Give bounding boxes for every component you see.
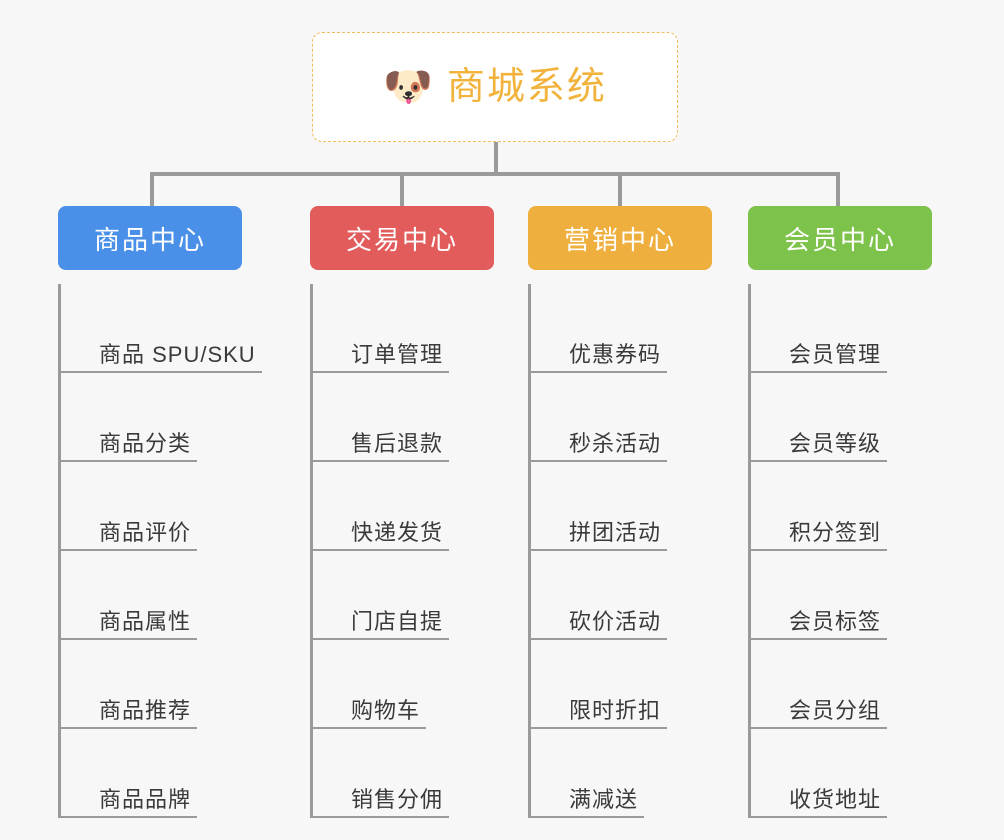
list-item[interactable]: 售后退款 bbox=[313, 373, 494, 462]
list-item[interactable]: 会员分组 bbox=[751, 640, 932, 729]
list-item[interactable]: 订单管理 bbox=[313, 284, 494, 373]
leaf-label: 商品推荐 bbox=[99, 697, 192, 723]
list-item[interactable]: 会员管理 bbox=[751, 284, 932, 373]
leaf-underline bbox=[61, 638, 198, 640]
leaf-label: 销售分佣 bbox=[351, 786, 444, 812]
list-item[interactable]: 优惠券码 bbox=[531, 284, 712, 373]
branch-product-center: 商品中心 商品 SPU/SKU 商品分类 商品评价 商品属性 商品推荐 商品品牌 bbox=[58, 206, 262, 818]
leaf-underline bbox=[751, 549, 888, 551]
connector-drop-3 bbox=[618, 172, 622, 208]
root-node[interactable]: 🐶 商城系统 bbox=[312, 32, 678, 142]
branch-marketing-center: 营销中心 优惠券码 秒杀活动 拼团活动 砍价活动 限时折扣 满减送 bbox=[528, 206, 712, 818]
branch-header-4[interactable]: 会员中心 bbox=[748, 206, 932, 270]
leaf-underline bbox=[531, 727, 668, 729]
list-item[interactable]: 商品 SPU/SKU bbox=[61, 284, 262, 373]
leaf-underline bbox=[531, 460, 668, 462]
branch-member-center: 会员中心 会员管理 会员等级 积分签到 会员标签 会员分组 收货地址 bbox=[748, 206, 932, 818]
list-item[interactable]: 会员标签 bbox=[751, 551, 932, 640]
leaf-label: 拼团活动 bbox=[569, 519, 662, 545]
leaf-label: 门店自提 bbox=[351, 608, 444, 634]
leaf-underline bbox=[751, 638, 888, 640]
list-item[interactable]: 商品品牌 bbox=[61, 729, 262, 818]
list-item[interactable]: 快递发货 bbox=[313, 462, 494, 551]
list-item[interactable]: 商品分类 bbox=[61, 373, 262, 462]
list-item[interactable]: 商品评价 bbox=[61, 462, 262, 551]
leaf-underline bbox=[61, 371, 262, 373]
leaf-list-4: 会员管理 会员等级 积分签到 会员标签 会员分组 收货地址 bbox=[748, 284, 932, 818]
leaf-underline bbox=[751, 816, 888, 818]
leaf-underline bbox=[531, 549, 668, 551]
list-item[interactable]: 收货地址 bbox=[751, 729, 932, 818]
leaf-underline bbox=[313, 638, 450, 640]
list-item[interactable]: 砍价活动 bbox=[531, 551, 712, 640]
leaf-label: 商品 SPU/SKU bbox=[99, 341, 256, 367]
leaf-underline bbox=[61, 460, 198, 462]
leaf-label: 会员标签 bbox=[789, 608, 882, 634]
list-item[interactable]: 会员等级 bbox=[751, 373, 932, 462]
leaf-label: 满减送 bbox=[569, 786, 639, 812]
branch-header-3[interactable]: 营销中心 bbox=[528, 206, 712, 270]
leaf-underline bbox=[531, 638, 668, 640]
leaf-underline bbox=[313, 727, 427, 729]
leaf-label: 商品评价 bbox=[99, 519, 192, 545]
list-item[interactable]: 销售分佣 bbox=[313, 729, 494, 818]
list-item[interactable]: 拼团活动 bbox=[531, 462, 712, 551]
leaf-label: 会员等级 bbox=[789, 430, 882, 456]
leaf-list-2: 订单管理 售后退款 快递发货 门店自提 购物车 销售分佣 bbox=[310, 284, 494, 818]
leaf-list-1: 商品 SPU/SKU 商品分类 商品评价 商品属性 商品推荐 商品品牌 bbox=[58, 284, 262, 818]
leaf-label: 会员管理 bbox=[789, 341, 882, 367]
leaf-label: 快递发货 bbox=[351, 519, 444, 545]
list-item[interactable]: 满减送 bbox=[531, 729, 712, 818]
leaf-label: 收货地址 bbox=[789, 786, 882, 812]
dog-face-icon: 🐶 bbox=[383, 65, 433, 109]
list-item[interactable]: 购物车 bbox=[313, 640, 494, 729]
branch-header-1[interactable]: 商品中心 bbox=[58, 206, 242, 270]
connector-drop-1 bbox=[150, 172, 154, 208]
leaf-label: 优惠券码 bbox=[569, 341, 662, 367]
leaf-underline bbox=[313, 549, 450, 551]
leaf-underline bbox=[313, 371, 450, 373]
leaf-label: 限时折扣 bbox=[569, 697, 662, 723]
leaf-label: 商品属性 bbox=[99, 608, 192, 634]
leaf-label: 商品品牌 bbox=[99, 786, 192, 812]
leaf-label: 积分签到 bbox=[789, 519, 882, 545]
root-title: 商城系统 bbox=[446, 66, 607, 108]
list-item[interactable]: 门店自提 bbox=[313, 551, 494, 640]
leaf-label: 秒杀活动 bbox=[569, 430, 662, 456]
list-item[interactable]: 商品推荐 bbox=[61, 640, 262, 729]
connector-drop-4 bbox=[836, 172, 840, 208]
branch-trade-center: 交易中心 订单管理 售后退款 快递发货 门店自提 购物车 销售分佣 bbox=[310, 206, 494, 818]
leaf-underline bbox=[61, 727, 198, 729]
list-item[interactable]: 商品属性 bbox=[61, 551, 262, 640]
branch-header-2[interactable]: 交易中心 bbox=[310, 206, 494, 270]
leaf-underline bbox=[751, 727, 888, 729]
leaf-underline bbox=[313, 816, 450, 818]
leaf-label: 售后退款 bbox=[351, 430, 444, 456]
leaf-underline bbox=[531, 816, 645, 818]
connector-drop-2 bbox=[400, 172, 404, 208]
leaf-label: 商品分类 bbox=[99, 430, 192, 456]
list-item[interactable]: 积分签到 bbox=[751, 462, 932, 551]
connector-root-stem bbox=[494, 142, 498, 174]
leaf-label: 会员分组 bbox=[789, 697, 882, 723]
leaf-underline bbox=[751, 371, 888, 373]
leaf-label: 购物车 bbox=[351, 697, 421, 723]
leaf-underline bbox=[313, 460, 450, 462]
connector-horizontal-bus bbox=[150, 172, 840, 176]
leaf-underline bbox=[61, 816, 198, 818]
leaf-underline bbox=[531, 371, 668, 373]
leaf-label: 砍价活动 bbox=[569, 608, 662, 634]
leaf-underline bbox=[61, 549, 198, 551]
leaf-list-3: 优惠券码 秒杀活动 拼团活动 砍价活动 限时折扣 满减送 bbox=[528, 284, 712, 818]
list-item[interactable]: 限时折扣 bbox=[531, 640, 712, 729]
leaf-underline bbox=[751, 460, 888, 462]
leaf-label: 订单管理 bbox=[351, 341, 444, 367]
list-item[interactable]: 秒杀活动 bbox=[531, 373, 712, 462]
